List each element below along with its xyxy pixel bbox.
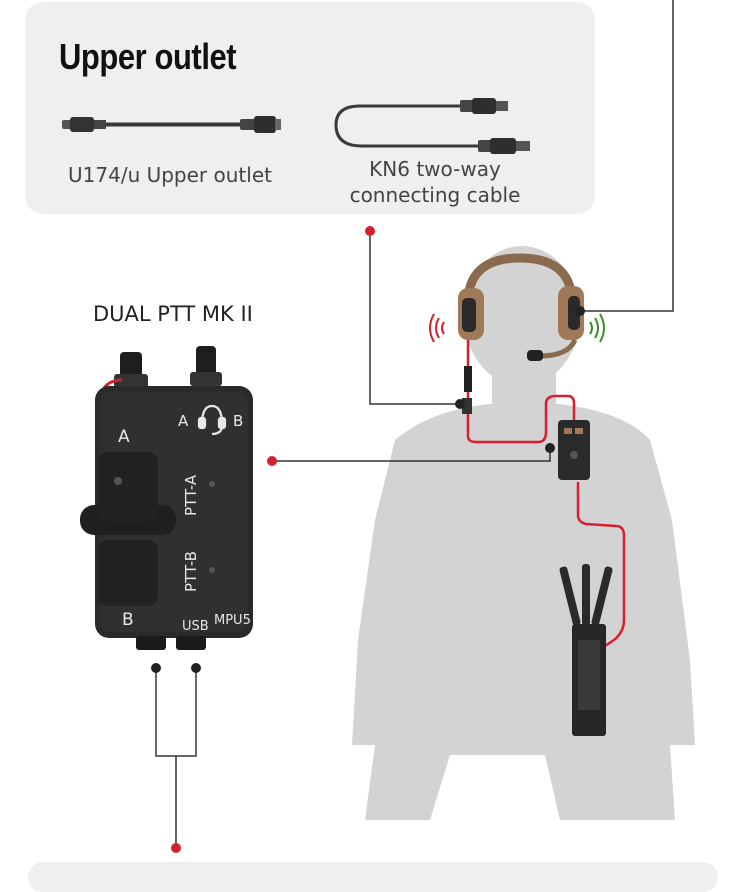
device-name: DUAL PTT MK II	[93, 302, 253, 326]
person-silhouette	[352, 246, 695, 820]
label-b-bottom: B	[122, 610, 134, 630]
u174-cable-image	[62, 116, 281, 133]
kn6-caption-line1: KN6 two-way	[369, 157, 501, 181]
label-ptt-a: PTT-A	[182, 474, 200, 516]
label-a-side: A	[178, 412, 189, 430]
connector-dot-usb	[151, 663, 161, 673]
radio-image	[559, 564, 613, 736]
callout-dot-bottom	[171, 843, 181, 853]
callout-dot-ptt	[267, 456, 277, 466]
panel-title: Upper outlet	[59, 36, 237, 77]
u174-caption: U174/u Upper outlet	[68, 163, 272, 187]
headset-image	[458, 253, 584, 361]
sound-waves-right-icon	[589, 313, 605, 343]
label-b-side: B	[233, 412, 243, 430]
label-ptt-b: PTT-B	[182, 551, 200, 592]
connector-dot-body-ptt	[545, 443, 555, 453]
connector-lines	[155, 0, 674, 848]
illustration: A A B PTT-A PTT-B B USB MPU5	[62, 0, 695, 853]
kn6-cable-image	[334, 98, 530, 154]
connector-dot-headset	[455, 399, 465, 409]
label-usb: USB	[182, 619, 209, 634]
headphones-icon	[197, 404, 227, 436]
connector-dot-ear	[575, 306, 585, 316]
label-mpu5: MPU5	[214, 613, 251, 628]
body-ptt-device	[558, 420, 590, 480]
label-a-top: A	[118, 427, 130, 447]
dual-ptt-device: A A B PTT-A PTT-B B USB MPU5	[80, 346, 253, 650]
callout-dot-kn6	[365, 226, 375, 236]
kn6-caption: KN6 two-way connecting cable	[320, 156, 550, 208]
red-cables	[466, 340, 626, 650]
kn6-caption-line2: connecting cable	[349, 183, 521, 207]
connector-dot-mpu5	[191, 663, 201, 673]
sound-waves-left-icon	[429, 313, 445, 343]
